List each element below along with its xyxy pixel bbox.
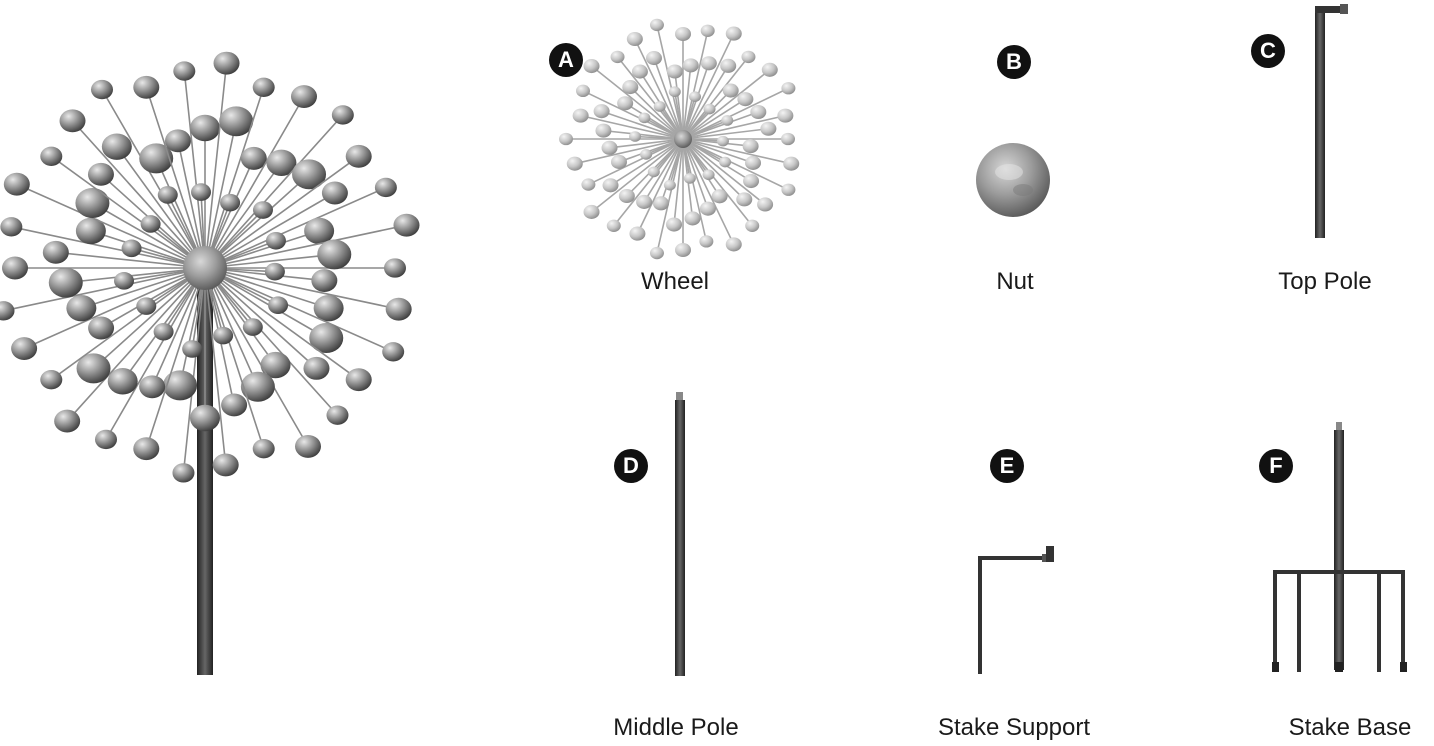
part-f-badge: F bbox=[1259, 449, 1293, 483]
stake-support-label: Stake Support bbox=[937, 714, 1091, 741]
nut-label: Nut bbox=[996, 268, 1034, 295]
part-b-badge: B bbox=[997, 45, 1031, 79]
middle-pole-label: Middle Pole bbox=[613, 714, 739, 741]
middle-pole-image bbox=[675, 392, 685, 676]
wheel-image bbox=[559, 18, 800, 260]
top-pole-image bbox=[1315, 4, 1348, 238]
wheel-label: Wheel bbox=[640, 268, 710, 295]
part-c-badge: C bbox=[1251, 34, 1285, 68]
part-e-badge: E bbox=[990, 449, 1024, 483]
part-a-badge: A bbox=[549, 43, 583, 77]
stake-base-image bbox=[1272, 422, 1407, 672]
nut-image bbox=[976, 143, 1050, 217]
top-pole-label: Top Pole bbox=[1278, 268, 1372, 295]
assembled-spinner-image bbox=[0, 51, 420, 675]
part-d-badge: D bbox=[614, 449, 648, 483]
stake-support-image bbox=[978, 546, 1054, 674]
stake-base-label: Stake Base bbox=[1288, 714, 1412, 741]
